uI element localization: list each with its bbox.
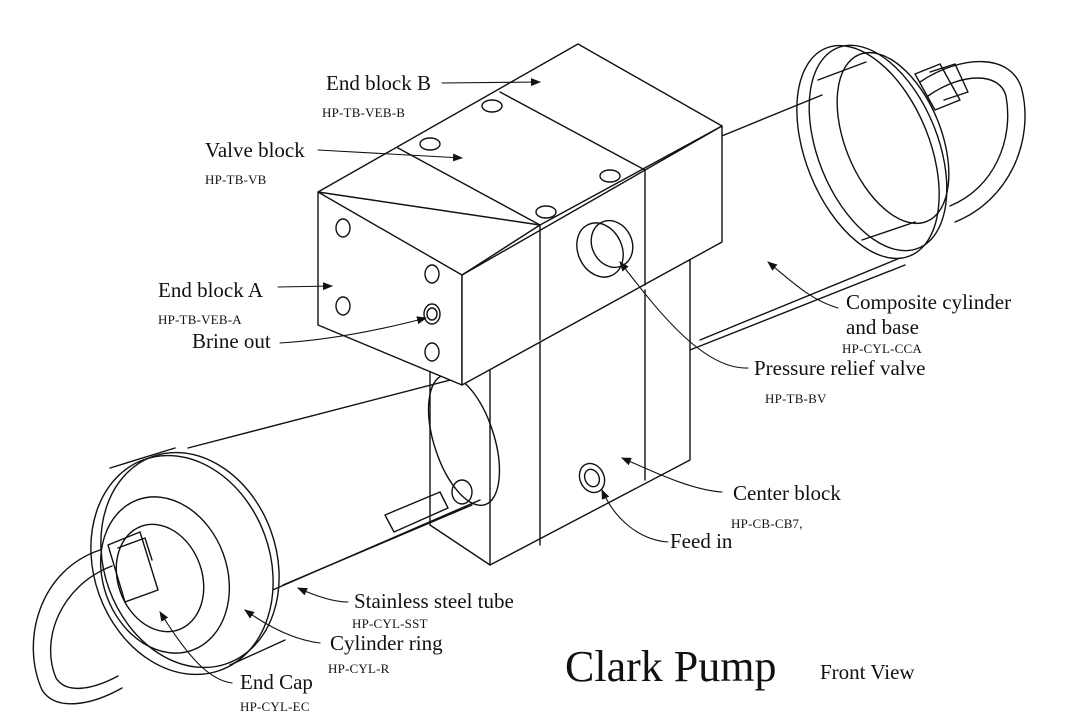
code-end-block-a: HP-TB-VEB-A bbox=[158, 312, 242, 327]
leader-valve-block bbox=[317, 149, 463, 162]
code-valve-block: HP-TB-VB bbox=[205, 172, 267, 187]
leader-brine-out bbox=[279, 316, 427, 344]
label-composite-cylinder-line2: and base bbox=[846, 315, 919, 339]
label-end-block-a: End block A bbox=[158, 278, 263, 302]
leader-center-block bbox=[621, 457, 723, 493]
leader-composite-cylinder bbox=[767, 261, 839, 309]
valve-block-shape bbox=[317, 43, 723, 386]
code-pressure-relief-valve: HP-TB-BV bbox=[765, 391, 827, 406]
code-composite-cylinder: HP-CYL-CCA bbox=[842, 341, 923, 356]
cylinder-ring-shape bbox=[90, 447, 286, 676]
code-end-block-b: HP-TB-VEB-B bbox=[322, 105, 406, 120]
code-stainless-steel-tube: HP-CYL-SST bbox=[352, 616, 428, 631]
label-pressure-relief-valve: Pressure relief valve bbox=[754, 356, 926, 380]
diagram-title: Clark Pump bbox=[565, 642, 777, 691]
right-u-tube-shape bbox=[914, 60, 1026, 223]
leader-lines bbox=[159, 78, 839, 684]
leader-pressure-relief bbox=[619, 261, 749, 369]
label-feed-in: Feed in bbox=[670, 529, 733, 553]
end-cap-shape bbox=[32, 531, 159, 705]
diagram-subtitle: Front View bbox=[820, 660, 915, 684]
leader-stainless-tube bbox=[297, 587, 349, 603]
leader-end-block-a bbox=[277, 282, 333, 291]
leader-feed-in bbox=[601, 489, 669, 543]
code-end-cap: HP-CYL-EC bbox=[240, 699, 310, 714]
label-brine-out: Brine out bbox=[192, 329, 271, 353]
code-center-block: HP-CB-CB7, bbox=[731, 516, 803, 531]
code-cylinder-ring: HP-CYL-R bbox=[328, 661, 390, 676]
label-stainless-steel-tube: Stainless steel tube bbox=[354, 589, 514, 613]
label-valve-block: Valve block bbox=[205, 138, 305, 162]
leader-end-cap bbox=[159, 611, 233, 684]
label-end-cap: End Cap bbox=[240, 670, 313, 694]
stainless-steel-tube-shape bbox=[187, 373, 501, 593]
leader-end-block-b bbox=[441, 78, 541, 87]
label-cylinder-ring: Cylinder ring bbox=[330, 631, 443, 655]
composite-cylinder-shape bbox=[689, 44, 950, 351]
label-end-block-b: End block B bbox=[326, 71, 431, 95]
label-composite-cylinder-line1: Composite cylinder bbox=[846, 290, 1012, 314]
label-center-block: Center block bbox=[733, 481, 841, 505]
leader-cylinder-ring bbox=[244, 609, 321, 644]
